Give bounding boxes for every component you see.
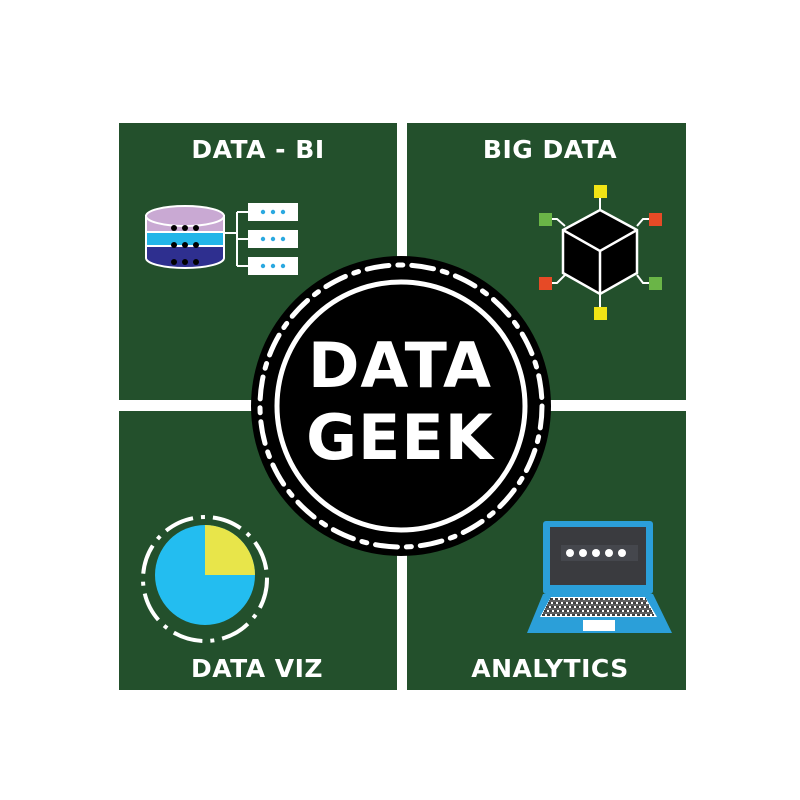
label-data-viz: DATA VIZ — [190, 654, 324, 683]
label-data-bi: DATA - BI — [191, 135, 325, 164]
center-title-line2: GEEK — [306, 401, 494, 474]
center-title: DATA GEEK — [265, 330, 535, 474]
label-analytics: ANALYTICS — [471, 654, 629, 683]
center-title-line1: DATA — [307, 329, 493, 402]
cube-network-icon — [539, 185, 662, 320]
laptop-password-icon — [527, 521, 672, 633]
database-server-icon — [145, 203, 298, 275]
pie-chart-icon — [141, 515, 269, 643]
data-geek-badge — [251, 256, 551, 556]
label-big-data: BIG DATA — [482, 135, 618, 164]
